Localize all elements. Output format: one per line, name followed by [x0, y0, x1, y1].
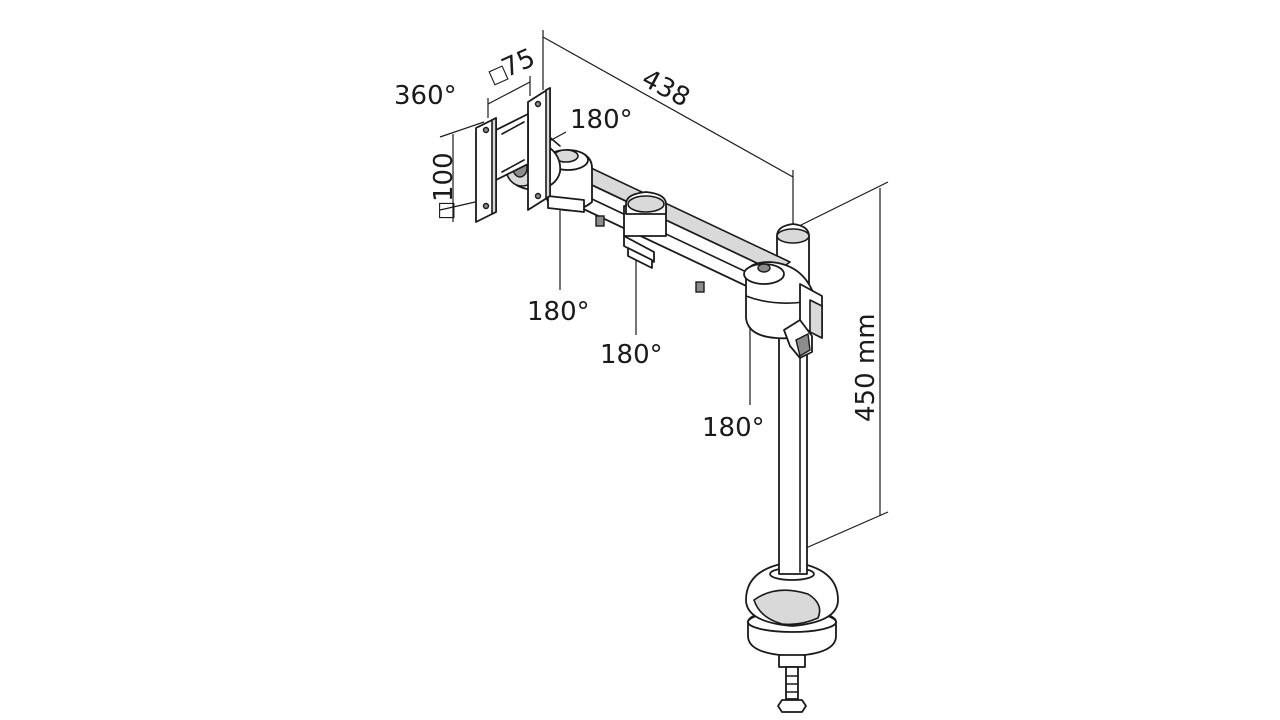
- dimension-lines: [439, 30, 889, 556]
- pole-height-label: 450 mm: [851, 313, 881, 422]
- vesa-plate: [475, 87, 551, 223]
- vesa-large-square-symbol: □: [433, 201, 457, 220]
- head-tilt-label: 180°: [570, 105, 633, 135]
- arm-assembly: [555, 157, 823, 359]
- labels: 360° □ 75 □ 100 438 180° 180° 180° 180° …: [394, 43, 881, 443]
- vesa-large-label: 100: [429, 152, 459, 202]
- vesa-rotation-label: 360°: [394, 81, 457, 111]
- joint-1-rotation-label: 180°: [527, 297, 590, 327]
- joint-2-rotation-label: 180°: [600, 340, 663, 370]
- joint-3-rotation-label: 180°: [702, 413, 765, 443]
